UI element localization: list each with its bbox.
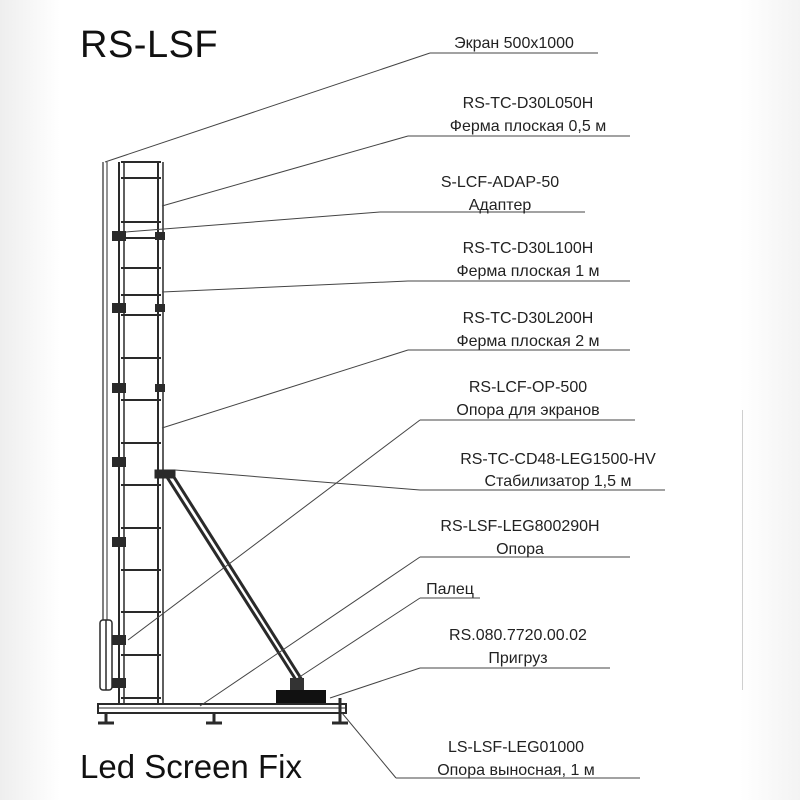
label-screen-support-code: RS-LCF-OP-500	[469, 379, 587, 396]
adapter-clamp	[155, 304, 165, 312]
label-truss-2-name: Ферма плоская 2 м	[456, 333, 599, 350]
label-adapter-code: S-LCF-ADAP-50	[441, 174, 559, 191]
base-outrigger	[97, 698, 348, 725]
adapter-clamp	[112, 383, 126, 393]
leader-line	[104, 52, 431, 163]
leader-line	[125, 211, 381, 233]
leader-lines	[104, 52, 665, 779]
leader-line	[127, 419, 421, 641]
label-truss-05-name: Ферма плоская 0,5 м	[450, 118, 606, 135]
leader-line	[161, 280, 409, 293]
label-truss-1-code: RS-TC-D30L100H	[463, 240, 594, 257]
label-leg-name: Опора	[496, 541, 544, 558]
label-leg-code: RS-LSF-LEG800290H	[440, 518, 599, 535]
label-adapter-name: Адаптер	[469, 197, 532, 214]
page-title: RS-LSF	[80, 24, 219, 66]
component-labels: Экран 500x1000 RS-TC-D30L050H Ферма плос…	[426, 35, 656, 779]
adapter-clamp	[155, 232, 165, 240]
label-truss-1-name: Ферма плоская 1 м	[456, 263, 599, 280]
leader-line	[161, 135, 409, 207]
adapter-clamps	[112, 231, 165, 688]
adapter-clamp	[112, 635, 126, 645]
label-pin-code: Палец	[426, 581, 474, 598]
leader-line	[297, 597, 421, 679]
screen-panel	[102, 162, 108, 690]
stabilizer-leg	[154, 469, 304, 681]
label-stabilizer-name: Стабилизатор 1,5 м	[485, 473, 632, 490]
leader-line	[341, 712, 397, 779]
leader-line	[161, 349, 409, 429]
label-outrigger-code: LS-LSF-LEG01000	[448, 739, 584, 756]
label-screen-support-name: Опора для экранов	[456, 402, 599, 419]
label-screen-code: Экран 500x1000	[454, 35, 574, 52]
frame-edge	[742, 410, 743, 690]
adapter-clamp	[112, 303, 126, 313]
support-pin-assembly	[99, 619, 113, 691]
leader-line	[199, 556, 421, 707]
label-truss-2-code: RS-TC-D30L200H	[463, 310, 594, 327]
label-ballast-code: RS.080.7720.00.02	[449, 627, 587, 644]
label-ballast-name: Пригруз	[488, 650, 547, 667]
adapter-clamp	[112, 457, 126, 467]
adapter-clamp	[112, 231, 126, 241]
adapter-clamp	[155, 384, 165, 392]
truss-column	[118, 162, 164, 705]
ballast-weight	[276, 678, 326, 704]
adapter-clamp	[112, 537, 126, 547]
adapter-clamp	[112, 678, 126, 688]
truss-rungs	[121, 161, 161, 699]
label-stabilizer-code: RS-TC-CD48-LEG1500-HV	[460, 451, 656, 468]
leader-line	[174, 469, 421, 491]
page-subtitle: Led Screen Fix	[80, 748, 302, 785]
leader-line	[329, 667, 421, 699]
label-truss-05-code: RS-TC-D30L050H	[463, 95, 594, 112]
label-outrigger-name: Опора выносная, 1 м	[437, 762, 595, 779]
